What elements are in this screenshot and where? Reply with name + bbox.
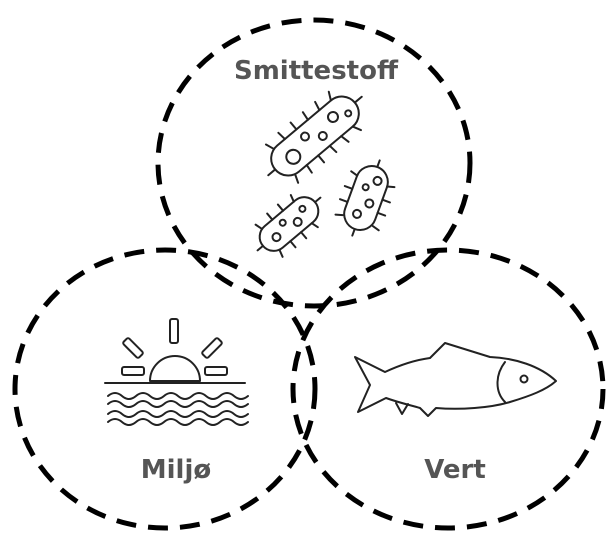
bacteria-icon bbox=[254, 90, 396, 258]
host-label: Vert bbox=[424, 455, 486, 485]
environment-circle bbox=[12, 247, 318, 531]
pathogen-label: Smittestoff bbox=[234, 56, 399, 86]
pathogen-circle bbox=[155, 17, 473, 309]
environment-label: Miljø bbox=[141, 455, 211, 485]
host-circle bbox=[290, 247, 606, 531]
sunset-water-icon bbox=[104, 318, 249, 426]
fish-icon bbox=[354, 342, 557, 417]
